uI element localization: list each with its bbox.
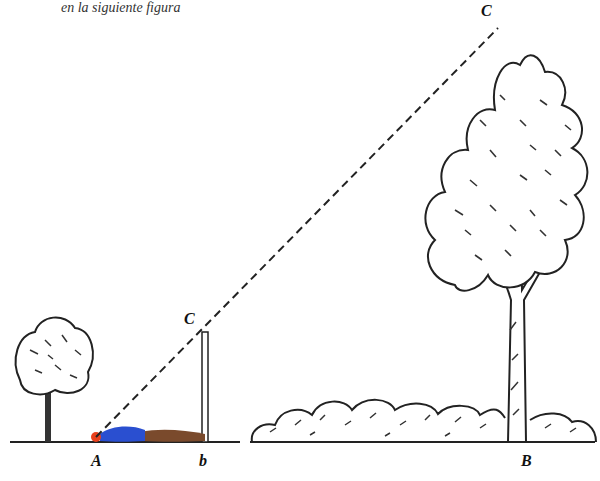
figure-caption-fragment: en la siguiente figura <box>60 0 181 15</box>
measuring-pole <box>202 332 208 442</box>
small-tree <box>16 317 93 442</box>
point-label: B <box>520 452 533 470</box>
ground-line <box>250 441 595 443</box>
point-label: C <box>480 2 493 20</box>
point-label: C <box>183 310 196 328</box>
sight-line <box>96 28 498 437</box>
big-tree <box>425 55 587 442</box>
point-label: A <box>90 452 103 470</box>
bushes <box>252 400 596 442</box>
point-label: b <box>198 452 208 470</box>
lying-person <box>91 427 205 442</box>
